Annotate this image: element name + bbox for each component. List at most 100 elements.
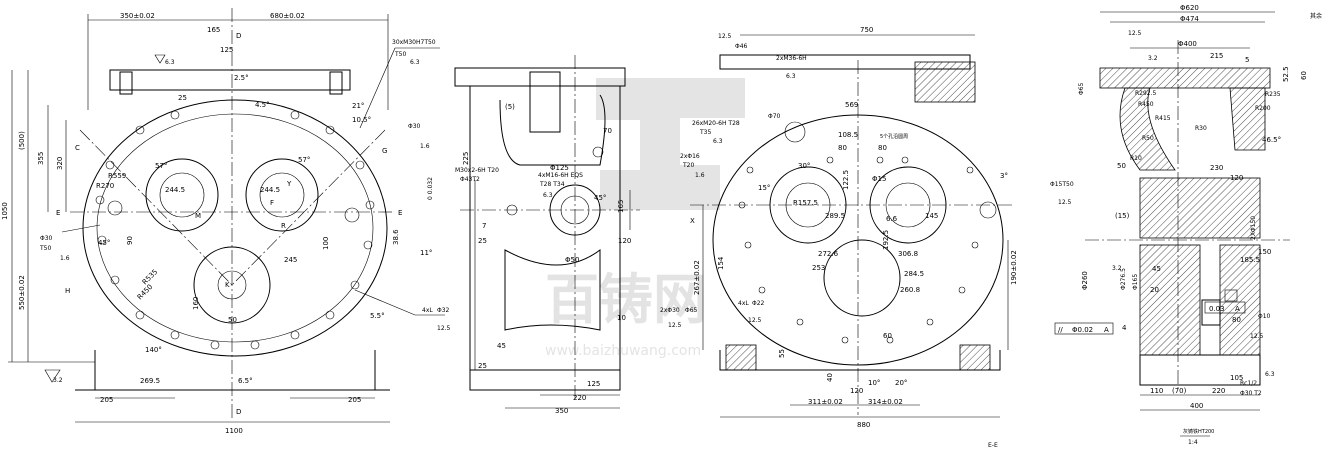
sec-dim-276-5: Φ276.5 <box>1120 268 1127 290</box>
rear-dim-190: 190±0.02 <box>1010 250 1018 285</box>
rear-holes-left: 4xL <box>738 300 749 307</box>
rear-label-x: X <box>690 217 695 225</box>
dim-left-355: 355 <box>37 152 45 165</box>
rotor-hub-left <box>159 172 205 218</box>
angle-2-5: 2.5° <box>234 74 249 82</box>
sec-dim-150: 150 <box>1258 248 1271 256</box>
sec-r10: R10 <box>1130 155 1142 162</box>
label-y: Y <box>286 180 292 188</box>
note-ra-right2: 1.6 <box>420 143 430 150</box>
side-thread3: 2xΦ30 <box>660 307 680 314</box>
rear-foot-hatch-right <box>959 344 991 371</box>
rear-pin-b: T20 <box>682 162 694 169</box>
sec-dim-65: Φ65 <box>1078 82 1085 95</box>
sec-dim-5: 5 <box>1245 56 1249 64</box>
angle-140: 140° <box>145 346 162 354</box>
side-thread2-b: T28 T34 <box>539 181 565 188</box>
label-k: K <box>225 281 230 289</box>
top-flange <box>109 69 351 91</box>
rear-dim-60: 60 <box>883 332 892 340</box>
side-thread1: M30x2-6H T20 <box>455 167 499 174</box>
section-left-wall <box>1119 87 1176 171</box>
sec-dim-15: (15) <box>1115 212 1130 220</box>
sec-dim-474: Φ474 <box>1180 15 1199 23</box>
rear-dim-80b: 80 <box>878 144 887 152</box>
note-ra-bottom: 3.2 <box>53 377 63 384</box>
side-base <box>469 350 621 391</box>
rotor-bore-left <box>145 158 219 232</box>
section-right-wall <box>1229 87 1266 151</box>
sec-rc-b: Φ30 T2 <box>1240 390 1262 397</box>
rear-dim-260-8: 260.8 <box>900 286 920 294</box>
side-lower-cavity <box>504 249 601 331</box>
dim-2445a: 244.5 <box>165 186 185 194</box>
angle-10-5: 10.5° <box>352 116 371 124</box>
bolt-holes <box>95 110 375 350</box>
dim-165: 165 <box>207 26 220 34</box>
dim-bottom: 1100 <box>225 427 243 435</box>
dim-50: 50 <box>228 316 237 324</box>
sec-dim-400: Φ400 <box>1178 40 1197 48</box>
rear-foot-hatch-left <box>725 344 757 371</box>
rear-ra-46: 12.5 <box>718 33 732 40</box>
side-body <box>469 86 621 371</box>
rear-thread-top: 2xM36-6H <box>776 55 807 62</box>
centerline-diag-right <box>231 129 386 286</box>
leader-top <box>359 47 396 129</box>
datum-a-box <box>1224 289 1238 302</box>
dim-269: 269.5 <box>140 377 160 385</box>
bolt-boss-left <box>119 71 133 95</box>
note-holes-top-depth: T50 <box>394 51 406 58</box>
dim-top-left: 350±0.02 <box>120 12 155 20</box>
sec-angle-46-5: 46.5° <box>1262 136 1281 144</box>
sec-r30: R30 <box>1195 125 1207 132</box>
angle-45: 45° <box>98 239 110 247</box>
note-holes-right-dia: Φ32 <box>437 307 450 314</box>
dim-25: 25 <box>178 94 187 102</box>
view-front: 350±0.02 680±0.02 1100 1050 (500) 355 32… <box>1 8 451 435</box>
sec-dim-110: 110 <box>1150 387 1163 395</box>
roughness-symbol <box>44 369 61 383</box>
rear-ra-pin: 1.6 <box>695 172 705 179</box>
dim-top-right: 680±0.02 <box>270 12 305 20</box>
sec-dim-50: 50 <box>1117 162 1126 170</box>
dim-left-320: 320 <box>56 157 64 170</box>
centerline-diag-left <box>79 129 233 286</box>
sec-dim-260: Φ260 <box>1081 271 1089 290</box>
rear-dim-r157-5: R157.5 <box>793 199 818 207</box>
gdt-parallel-symbol: // <box>1058 326 1063 334</box>
sec-r292-5: R292.5 <box>1135 90 1157 97</box>
sec-d10: Φ10 <box>1258 313 1271 320</box>
rear-angle-20: 20° <box>895 379 907 387</box>
section-mid-hatch <box>1139 177 1261 239</box>
material-note: 灰铸铁HT200 <box>1183 428 1214 435</box>
side-upper-cavity <box>499 94 606 166</box>
note-ra-top: 6.3 <box>410 59 420 66</box>
rear-dim-569: 569 <box>845 101 858 109</box>
sec-dim-4: 4 <box>1122 324 1127 332</box>
rear-thread-br: Φ15T50 <box>1050 181 1074 188</box>
side-dim-7: 7 <box>482 222 486 230</box>
rear-thread-main: 26xM20-6H T28 <box>692 120 740 127</box>
rear-dim-192-5: 192.5 <box>882 230 890 250</box>
rear-section-hatch <box>914 61 976 103</box>
angle-21: 21° <box>352 102 364 110</box>
sec-ra-3-2b: 3.2 <box>1112 265 1122 272</box>
rear-base <box>719 350 1001 371</box>
label-r: R <box>281 222 286 230</box>
rear-angle-30: 30° <box>798 162 810 170</box>
rotor-hub-right <box>259 172 305 218</box>
side-dim-125c: Φ125 <box>550 164 569 172</box>
view-section: Φ620 Φ474 Φ400 215 52.5 60 R292.5 R450 R… <box>1054 4 1308 411</box>
rear-dim-289-5: 289.5 <box>825 212 845 220</box>
gdt-parallel-value: Φ0.02 <box>1072 326 1093 334</box>
rear-bolt-holes <box>738 156 979 344</box>
sec-dim-230: 230 <box>1210 164 1223 172</box>
angle-6-5: 6.5° <box>238 377 253 385</box>
sec-dim-80: 80 <box>1232 316 1241 324</box>
rear-holes-left-b: Φ22 <box>752 300 765 307</box>
section-top-hatch <box>1099 67 1271 89</box>
rear-dim-80a: 80 <box>838 144 847 152</box>
watermark-url: www.baizhuwang.com <box>545 343 701 359</box>
